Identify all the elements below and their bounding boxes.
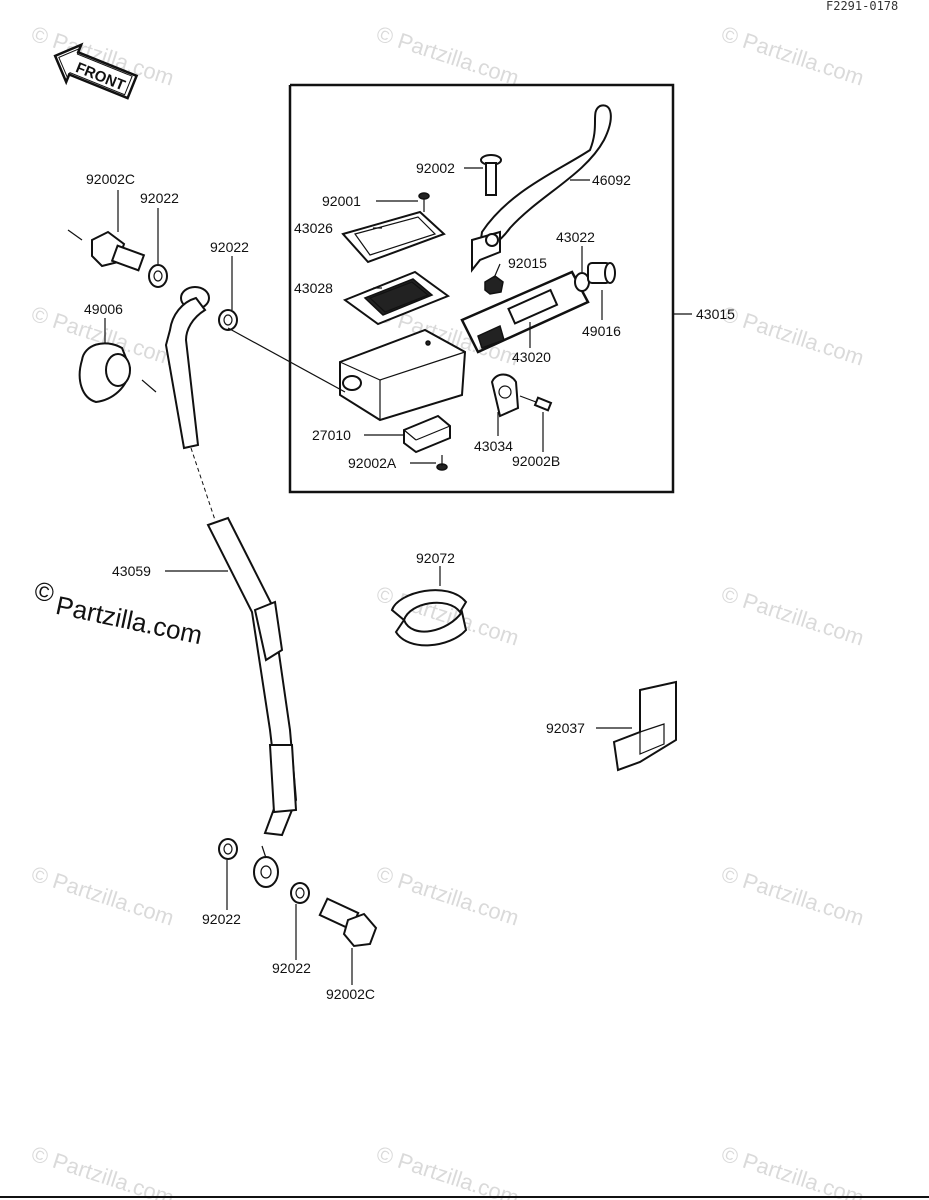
lever-nut	[484, 275, 504, 295]
label-92002b: 92002B	[512, 453, 560, 469]
brake-lever	[471, 104, 612, 273]
crush-washer-bottom-b	[290, 882, 310, 904]
banjo-bolt-top	[91, 230, 146, 272]
brake-light-switch	[403, 414, 451, 454]
label-49016: 49016	[582, 323, 621, 339]
leader-lines	[104, 167, 632, 985]
label-92001: 92001	[322, 193, 361, 209]
master-cylinder-body	[339, 328, 467, 422]
crush-washer-bottom-a	[218, 838, 238, 860]
watermark: © Partzilla.com	[718, 21, 867, 91]
label-92022-b: 92022	[210, 239, 249, 255]
label-43026: 43026	[294, 220, 333, 236]
piston-kit	[460, 270, 590, 354]
piston-circlip	[574, 272, 590, 292]
part-labels: 92002C 92022 92022 49006 92002 46092 920…	[84, 160, 735, 1002]
crush-washer-top-a	[148, 264, 168, 288]
label-92022-a: 92022	[140, 190, 179, 206]
cover-screw	[418, 192, 430, 212]
label-92022-c: 92022	[202, 911, 241, 927]
banjo-bolt-bottom	[318, 897, 378, 948]
pivot-bolt	[480, 154, 502, 196]
watermark: © Partzilla.com	[373, 1141, 522, 1200]
brake-hose-upper	[164, 286, 346, 521]
label-92037: 92037	[546, 720, 585, 736]
label-92002c-top: 92002C	[86, 171, 135, 187]
watermark-large: © Partzilla.com	[32, 575, 205, 650]
hose-clamp	[390, 589, 468, 647]
label-43020: 43020	[512, 349, 551, 365]
label-43015: 43015	[696, 306, 735, 322]
label-92022-d: 92022	[272, 960, 311, 976]
label-46092: 46092	[592, 172, 631, 188]
watermark: © Partzilla.com	[718, 861, 867, 931]
reservoir-cap	[341, 210, 446, 264]
clamp-bolt	[519, 395, 553, 412]
label-43059: 43059	[112, 563, 151, 579]
hose-guide	[612, 680, 677, 772]
drawing-code: F2291-0178	[826, 0, 898, 13]
switch-screw	[436, 455, 448, 471]
watermark: © Partzilla.com	[718, 1141, 867, 1200]
watermark: © Partzilla.com	[373, 21, 522, 91]
label-43022: 43022	[556, 229, 595, 245]
watermark: © Partzilla.com	[718, 581, 867, 651]
watermark-large-text: Partzilla.com	[53, 590, 205, 650]
copyright-symbol: ©	[32, 575, 57, 608]
watermark: © Partzilla.com	[28, 861, 177, 931]
label-92002: 92002	[416, 160, 455, 176]
label-92002a: 92002A	[348, 455, 397, 471]
dust-boot	[587, 262, 616, 284]
handlebar-clamp	[490, 373, 520, 418]
label-27010: 27010	[312, 427, 351, 443]
master-cylinder-frame	[288, 83, 675, 494]
label-43034: 43034	[474, 438, 513, 454]
watermark: © Partzilla.com	[373, 861, 522, 931]
label-92015: 92015	[508, 255, 547, 271]
label-92002c-bottom: 92002C	[326, 986, 375, 1002]
label-43028: 43028	[294, 280, 333, 296]
diaphragm	[342, 270, 451, 326]
label-49006: 49006	[84, 301, 123, 317]
hose-cover	[67, 229, 157, 404]
label-92072: 92072	[416, 550, 455, 566]
watermark: © Partzilla.com	[718, 301, 867, 371]
crush-washer-top-b	[218, 309, 238, 331]
brake-hose-lower	[206, 516, 298, 888]
watermark: © Partzilla.com	[28, 1141, 177, 1200]
